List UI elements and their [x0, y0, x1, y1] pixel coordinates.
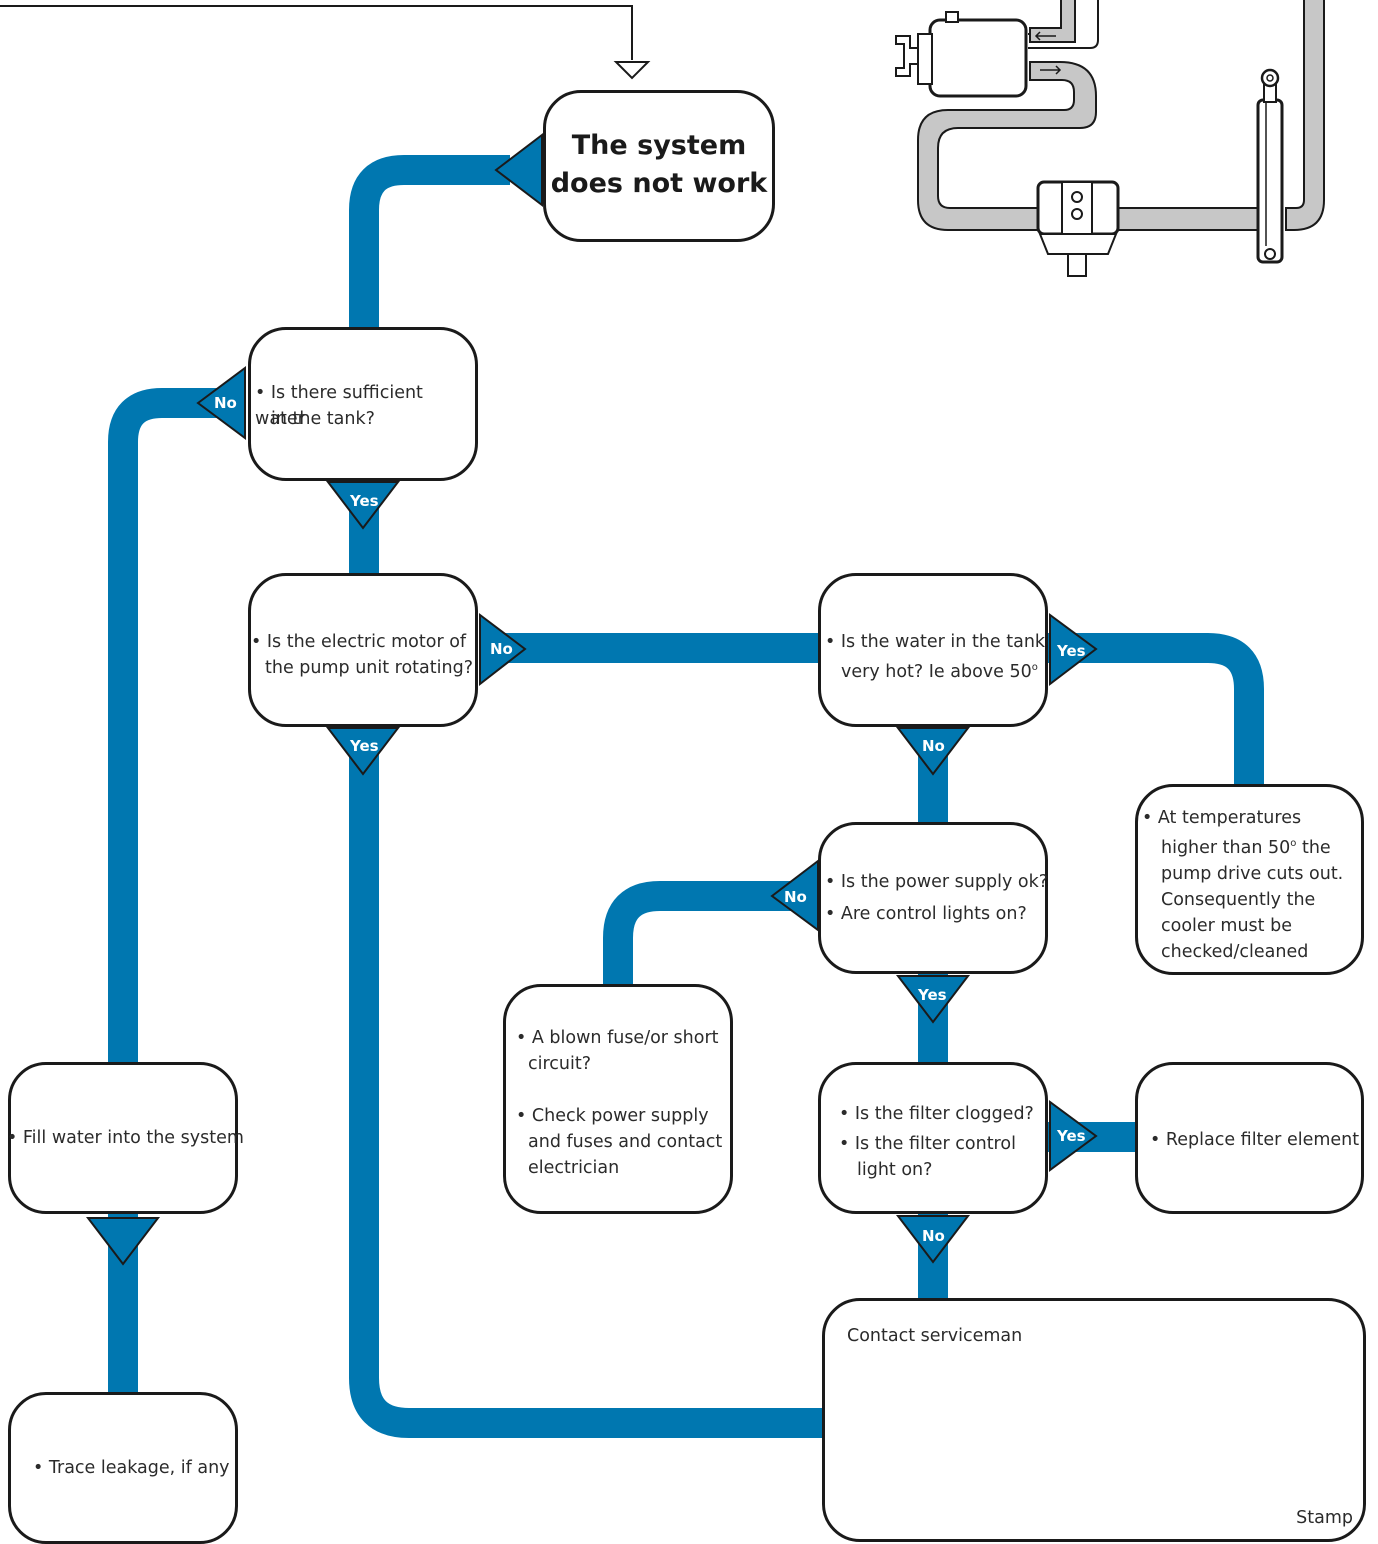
yes-marker-filter — [1049, 1100, 1098, 1172]
temperature-note: • At temperatures higher than 50o the pu… — [1135, 784, 1364, 975]
flow-water-to-start — [349, 155, 510, 335]
question-hot-line1: • Is the water in the tank — [825, 632, 1046, 652]
yes-label-power: Yes — [917, 986, 947, 1004]
contact-serviceman-text: Contact serviceman — [847, 1326, 1023, 1346]
yes-marker-hot — [1049, 613, 1098, 687]
trace-leakage-box: • Trace leakage, if any — [8, 1392, 238, 1544]
temperature-note-line5: cooler must be — [1161, 915, 1292, 936]
degree-sign: o — [1031, 662, 1038, 673]
flow-water-no — [108, 388, 225, 1068]
yes-marker-motor — [325, 727, 401, 776]
temperature-note-line3: pump drive cuts out. — [1161, 863, 1344, 884]
down-arrow-icon — [613, 61, 651, 80]
no-marker-water — [196, 366, 246, 440]
entry-connector — [0, 5, 651, 80]
question-water-line1: • Is there sufficient water — [255, 383, 423, 429]
question-motor-line2: the pump unit rotating? — [265, 658, 473, 678]
question-water: • Is there sufficient water in the tank? — [248, 327, 478, 481]
trace-leakage-text: • Trace leakage, if any — [33, 1458, 230, 1478]
question-filter-line1: • Is the filter clogged? — [839, 1104, 1034, 1124]
no-label-hot: No — [922, 737, 945, 755]
yes-label-hot: Yes — [1056, 642, 1086, 660]
question-hot-line2: very hot? Ie above 50 — [841, 661, 1032, 682]
question-power-line2: • Are control lights on? — [825, 904, 1027, 924]
yes-marker-power — [895, 975, 971, 1024]
start-title-line2: does not work — [550, 168, 768, 199]
start-title-line1: The system — [571, 130, 747, 161]
question-power-line1: • Is the power supply ok? — [825, 872, 1048, 892]
fuse-note-line4: and fuses and contact — [528, 1132, 723, 1152]
question-motor: • Is the electric motor of the pump unit… — [248, 573, 478, 727]
no-label-motor: No — [490, 640, 513, 658]
fuse-note: • A blown fuse/or short circuit? • Check… — [503, 984, 733, 1214]
temperature-note-line2-end: the — [1296, 837, 1331, 858]
no-marker-motor — [479, 612, 527, 687]
no-marker-filter — [895, 1215, 971, 1264]
fuse-note-line2: circuit? — [528, 1054, 592, 1074]
no-label-filter: No — [922, 1227, 945, 1245]
no-label-power: No — [784, 888, 807, 906]
yes-label-filter: Yes — [1056, 1127, 1086, 1145]
start-node: The system does not work — [543, 90, 775, 242]
yes-marker-water — [325, 481, 401, 530]
left-arrow-icon — [494, 132, 543, 208]
yes-label-motor: Yes — [349, 737, 379, 755]
degree-sign: o — [1290, 838, 1297, 849]
fuse-note-line5: electrician — [528, 1158, 620, 1178]
temperature-note-line6: checked/cleaned — [1161, 941, 1309, 962]
question-hot: • Is the water in the tank very hot? Ie … — [818, 573, 1048, 727]
question-filter-line2: • Is the filter control — [839, 1134, 1016, 1154]
question-filter: • Is the filter clogged? • Is the filter… — [818, 1062, 1048, 1214]
question-filter-line3: light on? — [857, 1160, 933, 1180]
fuse-note-line3: • Check power supply — [516, 1106, 709, 1126]
stamp-label: Stamp — [1296, 1508, 1353, 1528]
yes-label-water: Yes — [349, 492, 379, 510]
question-power: • Is the power supply ok? • Are control … — [818, 822, 1048, 974]
down-marker-fill — [85, 1217, 161, 1266]
fill-water-text: • Fill water into the system — [7, 1128, 244, 1148]
flow-power-no — [603, 881, 820, 990]
contact-serviceman-box: Contact serviceman Stamp — [822, 1298, 1366, 1542]
pump-illustration — [895, 0, 1325, 277]
temperature-note-line1: • At temperatures — [1142, 808, 1302, 828]
no-marker-hot — [895, 727, 971, 776]
question-water-line2: in the tank? — [271, 409, 375, 429]
flow-hot-yes — [1048, 633, 1264, 792]
flow-motor-yes — [349, 730, 828, 1438]
no-label-water: No — [214, 394, 237, 412]
flow-paths — [108, 155, 1264, 1438]
fill-water-box: • Fill water into the system — [7, 1062, 244, 1214]
temperature-note-line4: Consequently the — [1161, 889, 1316, 910]
fuse-note-line1: • A blown fuse/or short — [516, 1028, 719, 1048]
temperature-note-line2: higher than 50 — [1161, 837, 1291, 858]
replace-filter-text: • Replace filter element — [1150, 1130, 1360, 1150]
replace-filter-box: • Replace filter element — [1135, 1062, 1364, 1214]
question-motor-line1: • Is the electric motor of — [251, 632, 467, 652]
